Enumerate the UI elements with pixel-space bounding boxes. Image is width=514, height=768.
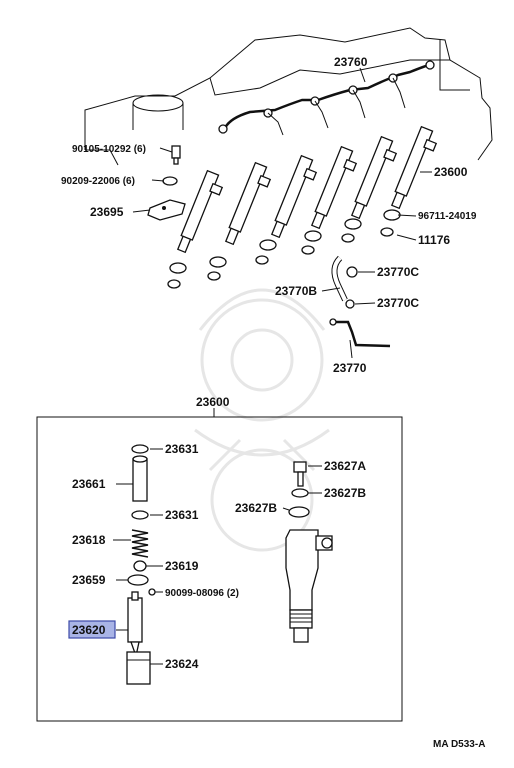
diagram-code-footer: MA D533-A (433, 739, 485, 750)
leader-lines (113, 67, 432, 665)
nozzle-clamp-23695 (147, 199, 186, 221)
label-23620[interactable]: 23620 (72, 623, 106, 637)
selected-part-highlight[interactable] (68, 620, 116, 639)
injector-1 (176, 169, 224, 254)
label-23659[interactable]: 23659 (72, 573, 106, 587)
part-labels: 23760 90105-10292 (6) 90209-22006 (6) 23… (61, 55, 485, 750)
label-90099[interactable]: 90099-08096 (2) (165, 588, 239, 599)
label-23619[interactable]: 23619 (165, 559, 199, 573)
label-23600-detail[interactable]: 23600 (196, 395, 230, 409)
injector-3 (270, 154, 318, 239)
label-23661[interactable]: 23661 (72, 477, 106, 491)
label-11176[interactable]: 11176 (418, 233, 450, 247)
assembled-injector (285, 461, 333, 643)
watermark-emblem (194, 288, 330, 552)
injector-6 (390, 125, 438, 210)
label-23627a[interactable]: 23627A (324, 459, 366, 473)
exploded-components (126, 444, 156, 685)
label-23631-lower[interactable]: 23631 (165, 508, 199, 522)
engine-head-outline (84, 27, 493, 166)
label-23760[interactable]: 23760 (334, 55, 368, 69)
injector-5 (350, 135, 398, 220)
label-96711[interactable]: 96711-24019 (418, 211, 477, 222)
label-23770[interactable]: 23770 (333, 361, 367, 375)
label-23600-top[interactable]: 23600 (434, 165, 468, 179)
injector-assembly-group (176, 125, 438, 254)
label-23627b-left[interactable]: 23627B (235, 501, 277, 515)
injector-2 (224, 161, 272, 246)
label-23770c-upper[interactable]: 23770C (377, 265, 419, 279)
label-23631-upper[interactable]: 23631 (165, 442, 199, 456)
injector-4 (310, 145, 358, 230)
label-23618[interactable]: 23618 (72, 533, 106, 547)
washer-group (167, 209, 401, 289)
label-90209[interactable]: 90209-22006 (6) (61, 176, 135, 187)
label-23695[interactable]: 23695 (90, 205, 124, 219)
label-23624[interactable]: 23624 (165, 657, 199, 671)
detail-frame (36, 416, 403, 722)
label-23770b[interactable]: 23770B (275, 284, 317, 298)
bolt-90105 (162, 145, 181, 186)
label-23770c-lower[interactable]: 23770C (377, 296, 419, 310)
fuel-hose-23770 (329, 255, 391, 348)
leak-off-pipe-23760 (218, 60, 435, 136)
label-90105[interactable]: 90105-10292 (6) (72, 144, 146, 155)
label-23627b-right[interactable]: 23627B (324, 486, 366, 500)
